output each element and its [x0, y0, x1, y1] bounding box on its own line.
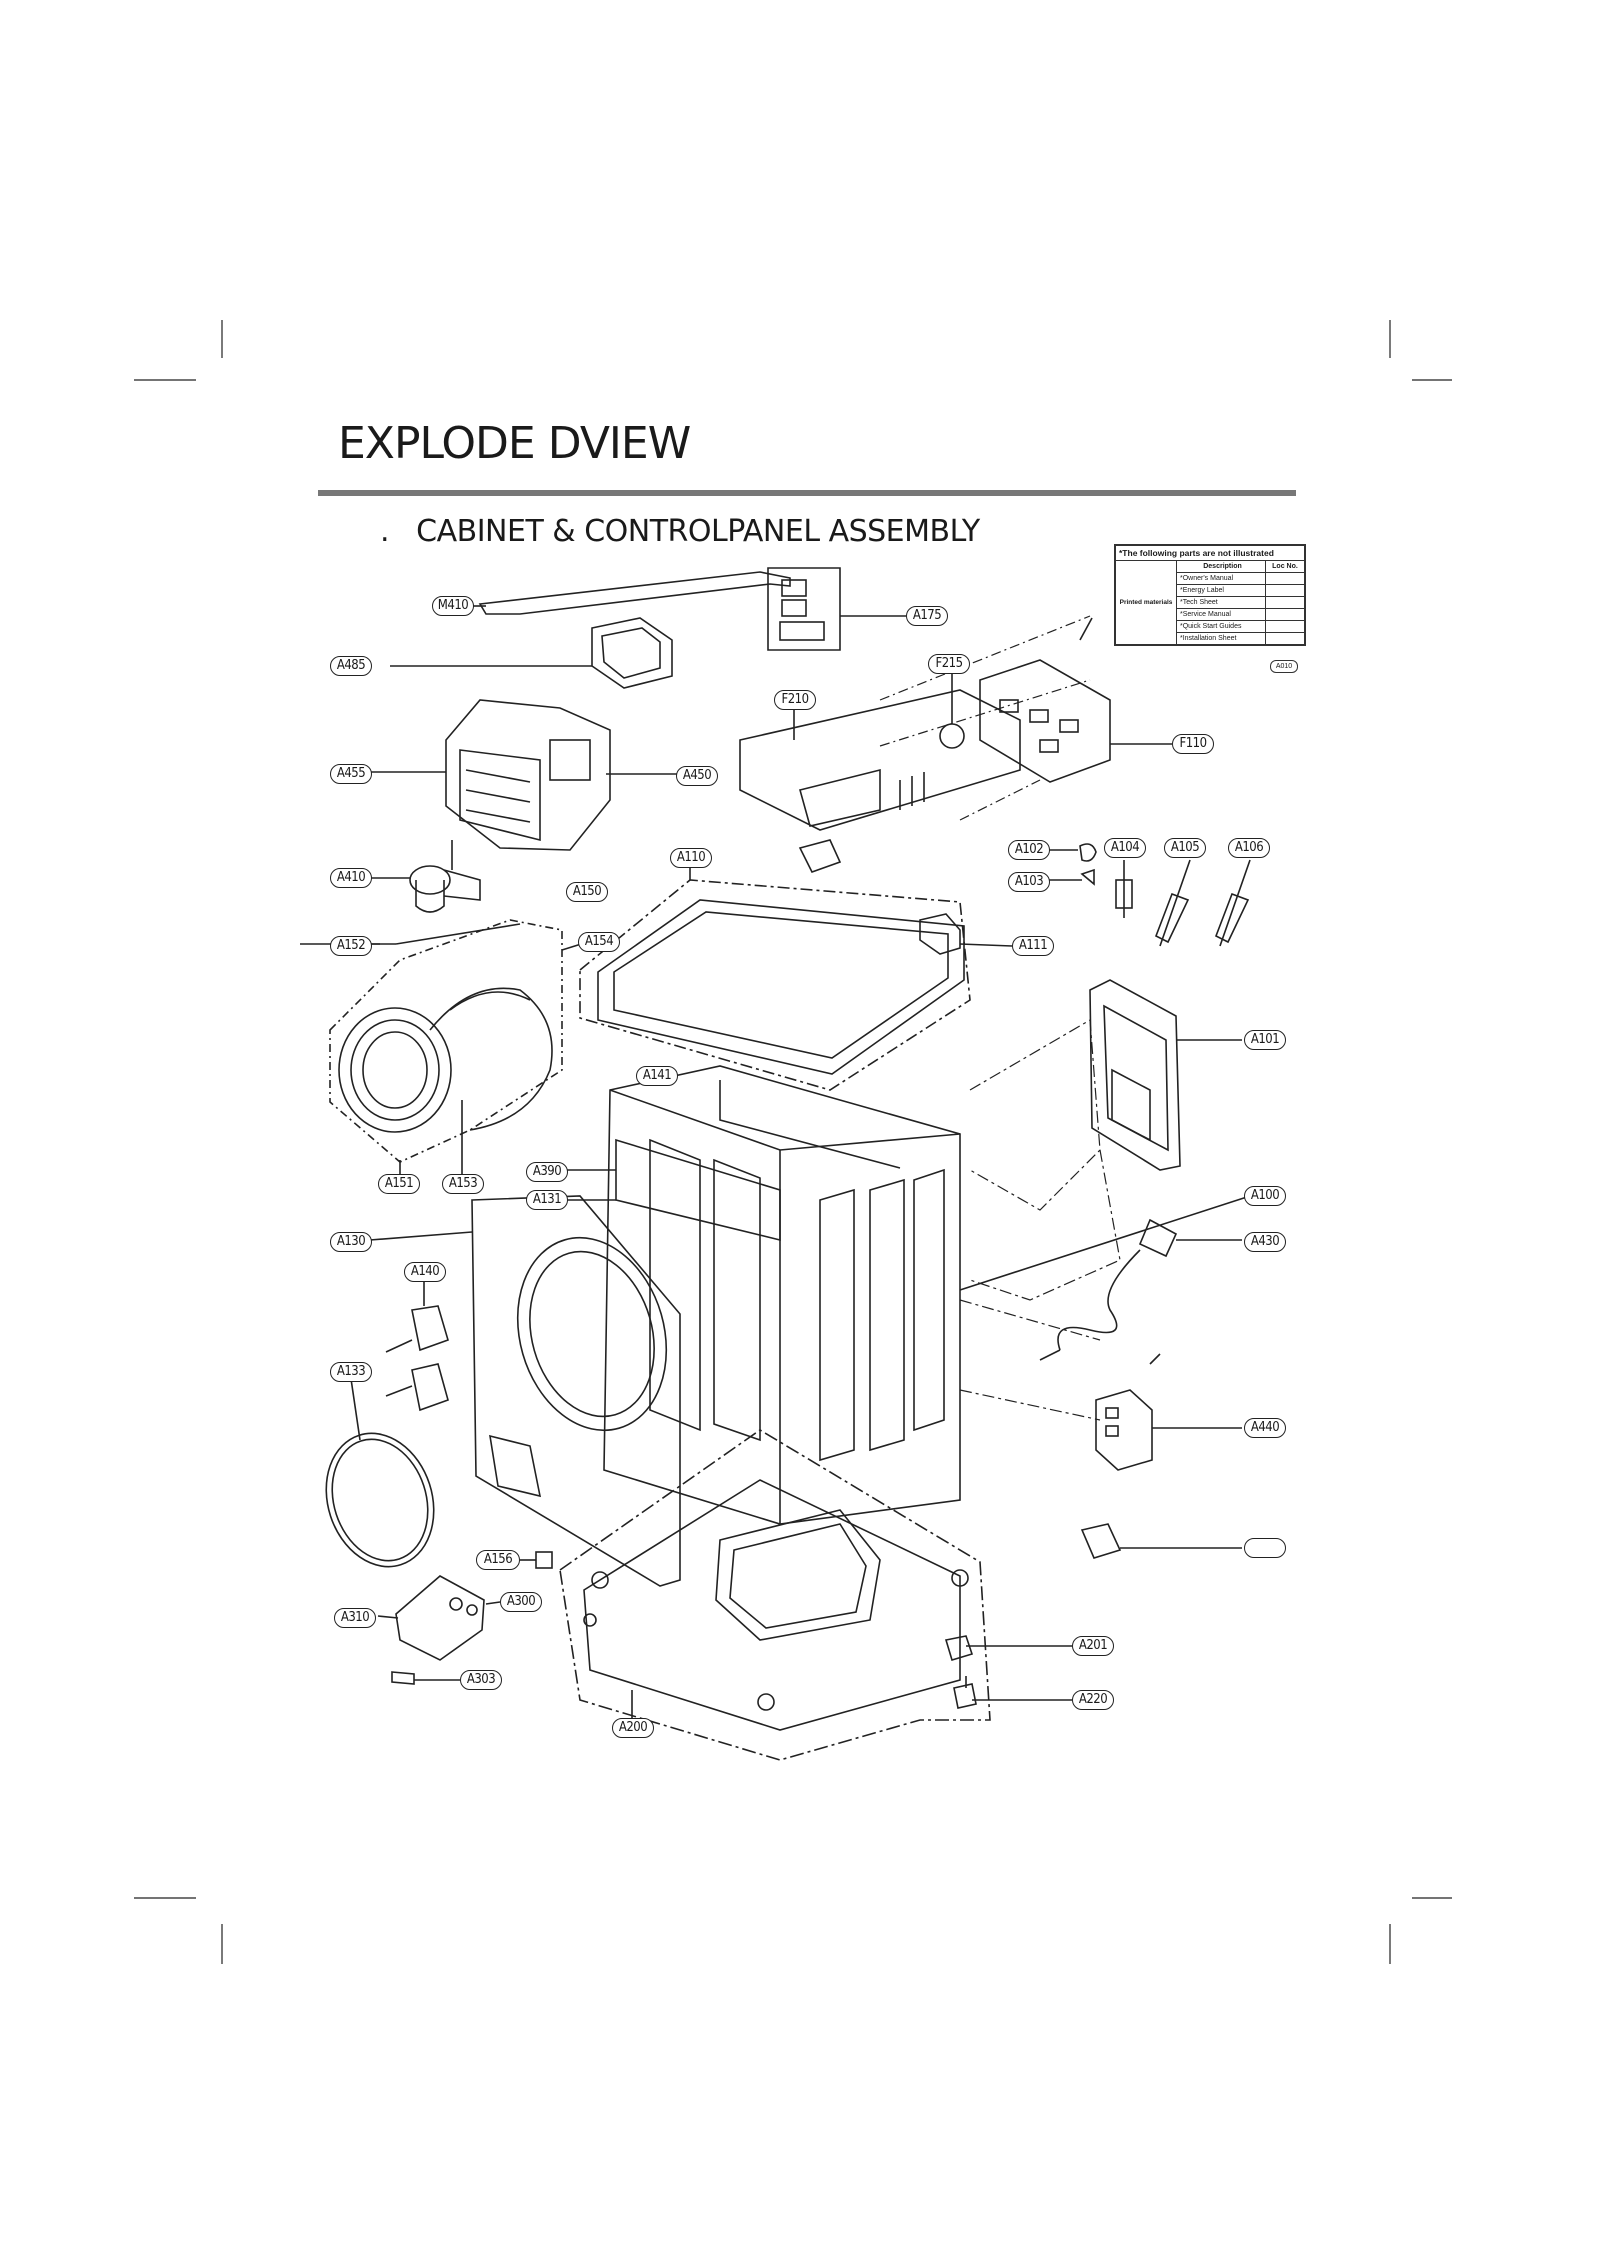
- group-label: Printed materials: [1116, 561, 1177, 644]
- callout-a110[interactable]: A110: [670, 848, 712, 868]
- table-badge: A010: [1270, 660, 1298, 673]
- callout-f110[interactable]: F110: [1172, 734, 1214, 754]
- callout-a111[interactable]: A111: [1012, 936, 1054, 956]
- table-row: *Installation Sheet: [1177, 633, 1304, 644]
- not-illustrated-table: *The following parts are not illustrated…: [1114, 544, 1306, 646]
- door-gasket-ring: [325, 1371, 435, 1568]
- callout-a133[interactable]: A133: [330, 1362, 372, 1382]
- callout-a310[interactable]: A310: [334, 1608, 376, 1628]
- power-cord-part: [1039, 1218, 1242, 1361]
- rear-panel-part: [1089, 979, 1242, 1171]
- col-description: Description: [1177, 561, 1266, 572]
- table-row: *Quick Start Guides: [1177, 621, 1304, 633]
- callout-a450[interactable]: A450: [676, 766, 718, 786]
- row-loc: [1266, 585, 1304, 596]
- callout-a303[interactable]: A303: [460, 1670, 502, 1690]
- row-description: *Quick Start Guides: [1177, 621, 1266, 632]
- display-pcb-part: [939, 617, 1172, 783]
- door-lock-switch-part: [1095, 1353, 1242, 1471]
- col-loc: Loc No.: [1272, 563, 1298, 570]
- callout-a200[interactable]: A200: [612, 1718, 654, 1738]
- callout-a410[interactable]: A410: [330, 868, 372, 888]
- callout-m410[interactable]: M410: [432, 596, 474, 616]
- control-panel-part: [739, 689, 1021, 831]
- callout-a156[interactable]: A156: [476, 1550, 520, 1570]
- table-column-row: Description Loc No.: [1177, 561, 1304, 573]
- callout-a455[interactable]: A455: [330, 764, 372, 784]
- valve-part: [364, 840, 481, 913]
- front-bracket-strip: [566, 1138, 781, 1242]
- damper-parts: [1115, 859, 1251, 947]
- callout-a154[interactable]: A154: [578, 932, 620, 952]
- section-title: . CABINET & CONTROLPANEL ASSEMBLY: [380, 514, 980, 549]
- screw-part: [391, 1671, 460, 1685]
- clip-parts: [1048, 843, 1097, 886]
- callout-a485[interactable]: A485: [330, 656, 372, 676]
- drain-plug-part: [1080, 1523, 1242, 1559]
- callout-a430[interactable]: A430: [1244, 1232, 1286, 1252]
- callout-a102[interactable]: A102: [1008, 840, 1050, 860]
- row-description: *Service Manual: [1177, 609, 1266, 620]
- row-loc: [1266, 573, 1304, 584]
- detergent-box-part: [390, 617, 673, 689]
- row-loc: [1266, 621, 1304, 632]
- table-row: *Service Manual: [1177, 609, 1304, 621]
- callout-a131[interactable]: A131: [526, 1190, 568, 1210]
- foot-parts: [944, 1635, 1072, 1709]
- row-loc: [1266, 633, 1304, 644]
- table-row: *Owner's Manual: [1177, 573, 1304, 585]
- table-row: *Energy Label: [1177, 585, 1304, 597]
- row-loc: [1266, 609, 1304, 620]
- callout-a140[interactable]: A140: [404, 1262, 446, 1282]
- callout-a130[interactable]: A130: [330, 1232, 372, 1252]
- filter-cover-part: [377, 1575, 501, 1661]
- table-header: *The following parts are not illustrated: [1116, 546, 1304, 561]
- base-part: [583, 1479, 969, 1731]
- callout-a220[interactable]: A220: [1072, 1690, 1114, 1710]
- top-bracket-part: [472, 571, 791, 615]
- tub-front-assembly: [329, 919, 563, 1163]
- base-assembly: [559, 1429, 991, 1761]
- callout-a151[interactable]: A151: [378, 1174, 420, 1194]
- title-rule: [318, 490, 1296, 496]
- callout-f215[interactable]: F215: [928, 654, 970, 674]
- callout-a101[interactable]: A101: [1244, 1030, 1286, 1050]
- row-description: *Energy Label: [1177, 585, 1266, 596]
- cap-part: [520, 1551, 553, 1569]
- control-pcb-part: [368, 699, 680, 851]
- callout-a103[interactable]: A103: [1008, 872, 1050, 892]
- callout-blank[interactable]: [1244, 1538, 1286, 1558]
- crop-marks: [134, 320, 1452, 1964]
- row-description: *Owner's Manual: [1177, 573, 1266, 584]
- callout-a152[interactable]: A152: [330, 936, 372, 956]
- table-row: *Tech Sheet: [1177, 597, 1304, 609]
- row-loc: [1266, 597, 1304, 608]
- fastener-parts-box: [767, 567, 906, 651]
- callout-f210[interactable]: F210: [774, 690, 816, 710]
- callout-a390[interactable]: A390: [526, 1162, 568, 1182]
- top-plate-part: [597, 862, 965, 1075]
- hinge-part: [798, 839, 1013, 955]
- page-title: EXPLODE DVIEW: [338, 418, 691, 469]
- callout-a300[interactable]: A300: [500, 1592, 542, 1612]
- callout-a175[interactable]: A175: [906, 606, 948, 626]
- row-description: *Installation Sheet: [1177, 633, 1266, 644]
- row-description: *Tech Sheet: [1177, 597, 1266, 608]
- callout-a141[interactable]: A141: [636, 1066, 678, 1086]
- callout-a100[interactable]: A100: [1244, 1186, 1286, 1206]
- front-panel-part: [369, 1195, 681, 1587]
- cabinet-part: [603, 1065, 1251, 1525]
- callout-a105[interactable]: A105: [1164, 838, 1206, 858]
- callout-a150[interactable]: A150: [566, 882, 608, 902]
- callout-a104[interactable]: A104: [1104, 838, 1146, 858]
- callout-a201[interactable]: A201: [1072, 1636, 1114, 1656]
- door-hinge-part: [385, 1282, 449, 1412]
- callout-a106[interactable]: A106: [1228, 838, 1270, 858]
- callout-a153[interactable]: A153: [442, 1174, 484, 1194]
- callout-a440[interactable]: A440: [1244, 1418, 1286, 1438]
- top-plate-assembly: [579, 879, 971, 1091]
